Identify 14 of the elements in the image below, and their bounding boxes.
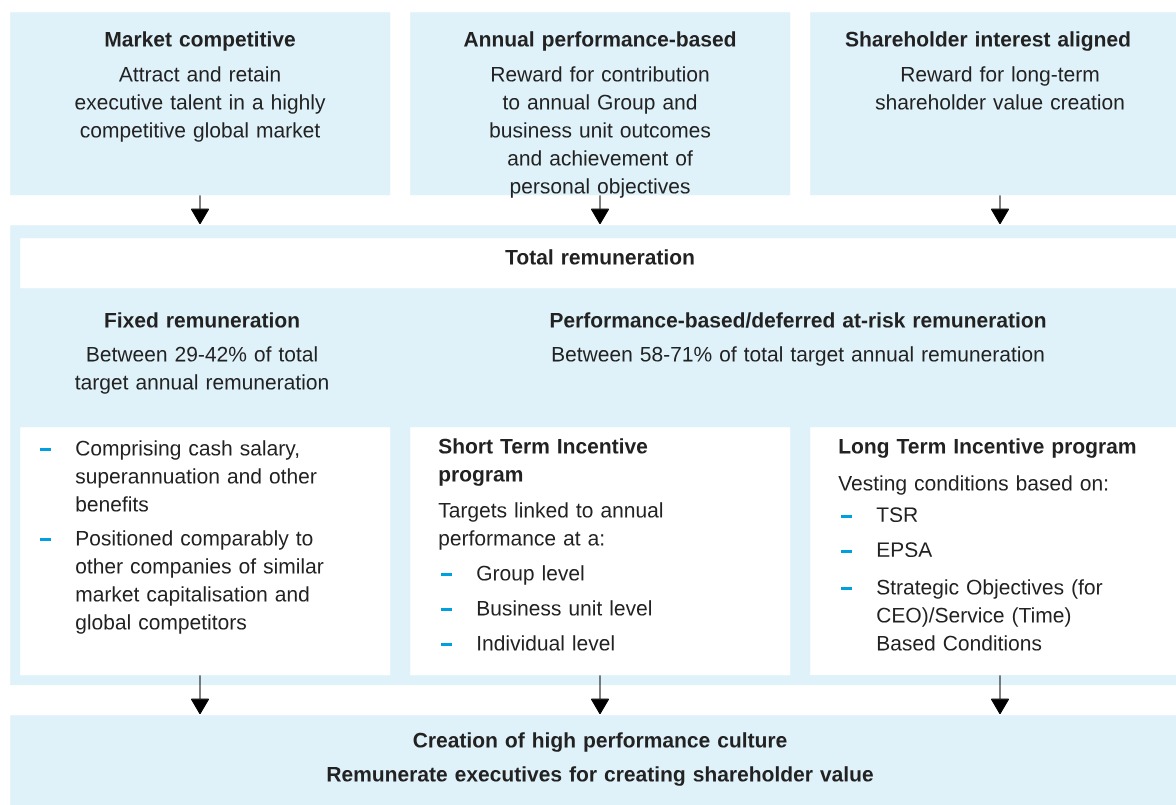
arrow xyxy=(990,674,1010,715)
arrow xyxy=(190,674,210,715)
outcome-box: Creation of high performance culture Remunerate executives for creating shareholder value xyxy=(10,715,1176,805)
arrow xyxy=(590,674,610,715)
heading-band: Total remuneration xyxy=(20,238,1176,289)
info-box: Annual performance-based Reward for contribution to annual Group and business unit outcomes and achievement of personal objectives xyxy=(410,12,791,198)
bullet-list-box: Short Term Incentive program Targets linked to annual performance at a: Group level Business unit level Individual level xyxy=(410,427,791,676)
info-box: Shareholder interest aligned Reward for long-term shareholder value creation xyxy=(810,12,1176,196)
arrow xyxy=(990,194,1010,225)
arrow xyxy=(590,194,610,225)
arrow xyxy=(190,194,210,225)
bullet-list-box: Long Term Incentive program Vesting conditions based on: TSR EPSA Strategic Objectives (for CEO)/Service (Time) Based Conditions xyxy=(810,427,1176,676)
info-box: Market competitive Attract and retain executive talent in a highly competitive global market xyxy=(10,12,391,196)
bullet-list-box: Comprising cash salary, superannuation and other benefits Positioned comparably to other companies of similar market capitalisation and global competitors xyxy=(20,427,391,676)
